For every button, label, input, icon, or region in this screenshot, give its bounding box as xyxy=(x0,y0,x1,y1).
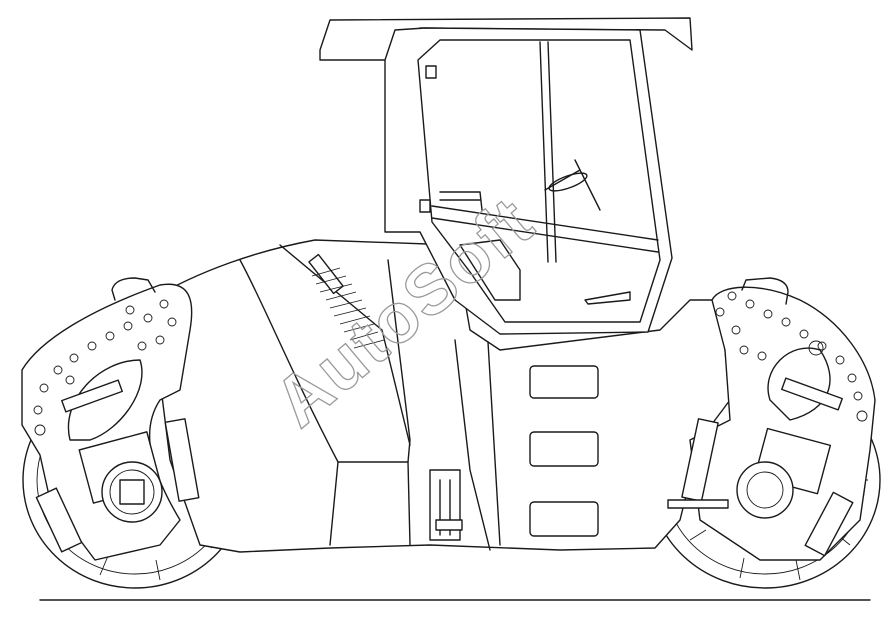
right-frame-arm xyxy=(667,277,876,561)
left-frame-arm xyxy=(21,277,200,561)
body-shell xyxy=(149,239,731,553)
cab xyxy=(319,17,693,335)
